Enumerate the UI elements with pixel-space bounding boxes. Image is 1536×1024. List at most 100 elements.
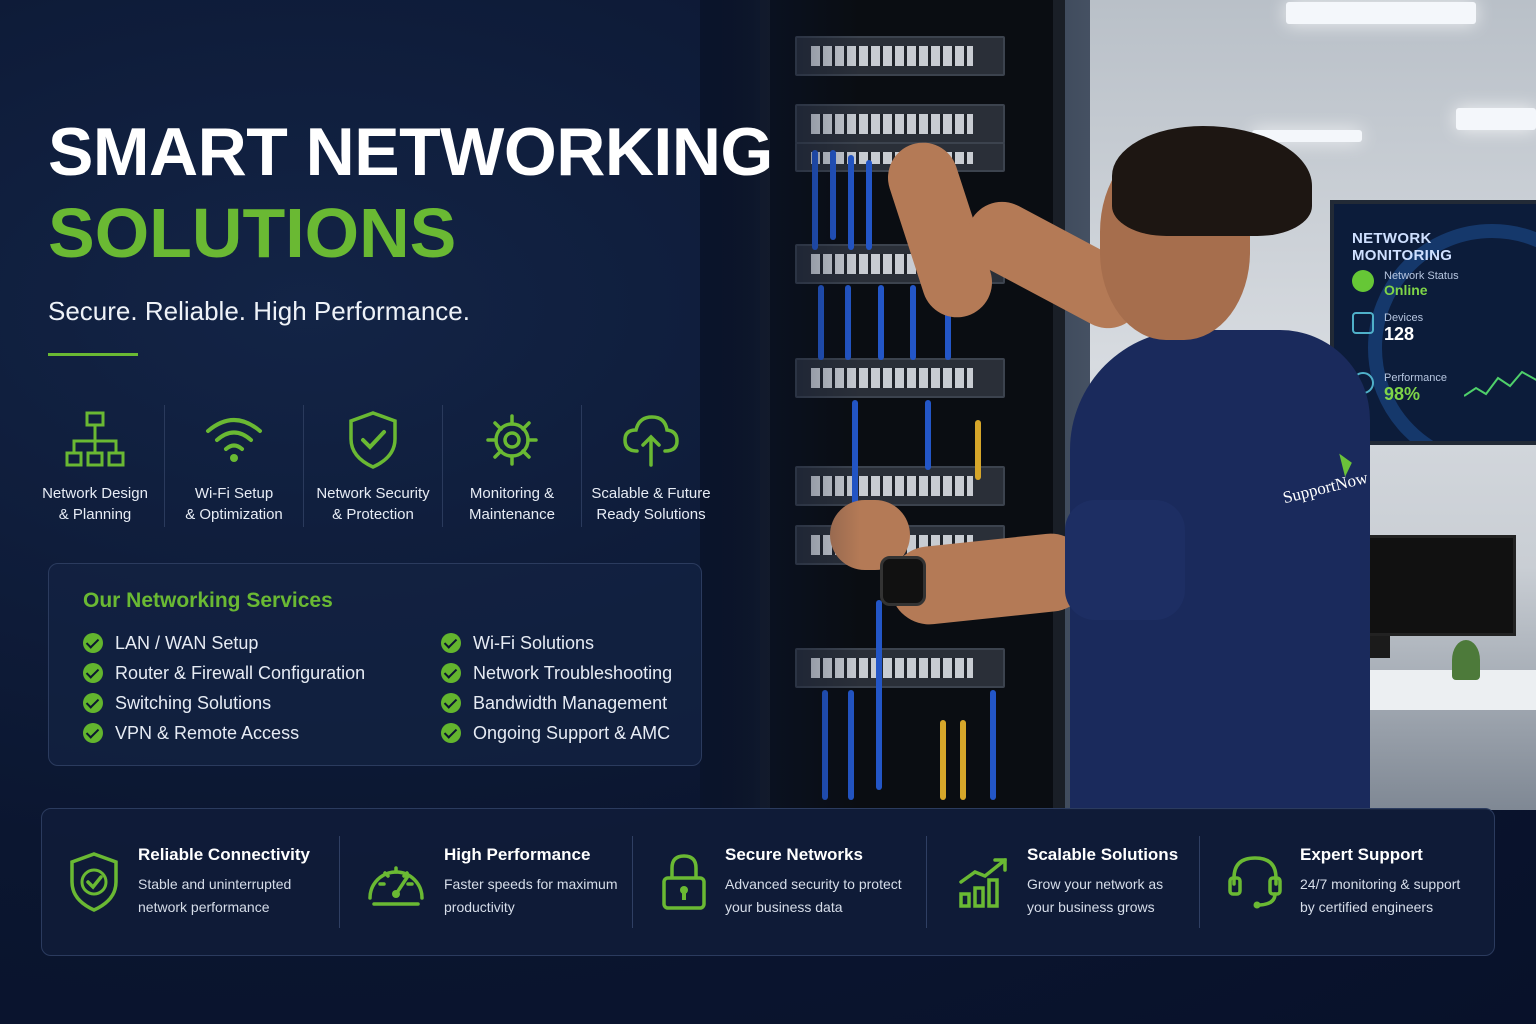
performance-label: Performance <box>1384 372 1447 384</box>
benefit-text: Expert Support 24/7 monitoring & support… <box>1300 845 1460 919</box>
hero-title-line2: SOLUTIONS <box>48 194 457 272</box>
network-hierarchy-icon <box>65 411 125 467</box>
devices-row: Devices 128 <box>1352 312 1423 345</box>
wristwatch <box>880 556 926 606</box>
feature-security: Network Security & Protection <box>304 405 443 527</box>
ethernet-cable <box>876 600 882 790</box>
shield-check-icon <box>70 852 118 912</box>
status-check-icon <box>1352 270 1374 292</box>
ethernet-cable <box>910 285 916 360</box>
photo-fade <box>700 0 860 810</box>
service-item: LAN / WAN Setup <box>83 628 365 658</box>
service-item: Bandwidth Management <box>441 688 672 718</box>
status-value: Online <box>1384 282 1428 298</box>
devices-value: 128 <box>1384 324 1415 344</box>
service-item: Switching Solutions <box>83 688 365 718</box>
service-item: VPN & Remote Access <box>83 718 365 748</box>
service-label: Ongoing Support & AMC <box>473 722 671 743</box>
feature-network-design: Network Design & Planning <box>26 405 165 527</box>
status-label: Network Status <box>1384 270 1459 282</box>
check-icon <box>441 723 461 743</box>
benefit-desc: Advanced security to protect your busine… <box>725 876 902 915</box>
check-icon <box>441 663 461 683</box>
benefit-text: Reliable Connectivity Stable and uninter… <box>138 845 310 919</box>
monitoring-screen: NETWORK MONITORING Network Status Online… <box>1330 200 1536 445</box>
performance-graph-icon <box>1464 370 1536 397</box>
benefit-reliable: Reliable Connectivity Stable and uninter… <box>42 836 340 928</box>
ethernet-cable <box>945 285 951 360</box>
ethernet-cable-yellow <box>975 420 981 480</box>
office-monitor <box>1360 535 1516 636</box>
technician-sleeve <box>1065 500 1185 620</box>
check-icon <box>441 633 461 653</box>
service-item: Router & Firewall Configuration <box>83 658 365 688</box>
feature-monitoring: Monitoring & Maintenance <box>443 405 582 527</box>
services-list-left: LAN / WAN Setup Router & Firewall Config… <box>83 628 365 748</box>
benefit-title: Secure Networks <box>725 845 863 864</box>
service-label: Wi-Fi Solutions <box>473 632 595 653</box>
hero-title-line1: SMART NETWORKING <box>48 114 773 190</box>
accent-divider <box>48 353 138 356</box>
benefit-desc: Stable and uninterrupted network perform… <box>138 876 292 915</box>
service-item: Wi-Fi Solutions <box>441 628 672 658</box>
growth-chart-icon <box>959 858 1007 908</box>
desk-plant <box>1452 640 1480 680</box>
service-label: Router & Firewall Configuration <box>115 662 366 683</box>
services-title: Our Networking Services <box>83 589 333 612</box>
feature-scalable: Scalable & Future Ready Solutions <box>582 405 720 527</box>
ethernet-cable-yellow <box>960 720 966 800</box>
shield-check-icon <box>349 411 397 469</box>
technician-hair <box>1112 126 1312 236</box>
devices-label: Devices <box>1384 312 1424 324</box>
wifi-icon <box>206 418 262 462</box>
benefit-title: Reliable Connectivity <box>138 845 310 864</box>
benefit-text: Secure Networks Advanced security to pro… <box>725 845 902 919</box>
cloud-upload-icon <box>623 415 679 467</box>
benefit-support: Expert Support 24/7 monitoring & support… <box>1200 836 1494 928</box>
check-icon <box>83 723 103 743</box>
benefit-desc: 24/7 monitoring & support by certified e… <box>1300 876 1461 915</box>
benefit-title: Expert Support <box>1300 845 1423 864</box>
feature-label: Wi-Fi Setup & Optimization <box>185 485 283 523</box>
benefit-secure: Secure Networks Advanced security to pro… <box>633 836 927 928</box>
ethernet-cable <box>878 285 884 360</box>
check-icon <box>83 663 103 683</box>
check-icon <box>83 693 103 713</box>
ceiling-light <box>1456 108 1536 130</box>
speedometer-icon <box>368 866 424 906</box>
benefit-scalable: Scalable Solutions Grow your network as … <box>927 836 1200 928</box>
hero-subtitle: Secure. Reliable. High Performance. <box>48 296 470 326</box>
benefit-title: Scalable Solutions <box>1027 845 1179 864</box>
service-label: VPN & Remote Access <box>115 722 300 743</box>
benefit-performance: High Performance Faster speeds for maxim… <box>340 836 633 928</box>
services-list-right: Wi-Fi Solutions Network Troubleshooting … <box>441 628 672 748</box>
status-row: Network Status Online <box>1352 270 1459 298</box>
ceiling-light <box>1252 130 1362 142</box>
ceiling-light <box>1286 2 1476 24</box>
check-icon <box>441 693 461 713</box>
check-icon <box>83 633 103 653</box>
padlock-icon <box>662 854 706 910</box>
feature-row: Network Design & Planning Wi-Fi Setup & … <box>26 405 720 527</box>
ethernet-cable <box>990 690 996 800</box>
benefit-title: High Performance <box>444 845 591 864</box>
performance-value: 98% <box>1384 384 1421 404</box>
service-label: LAN / WAN Setup <box>115 632 259 653</box>
feature-label: Network Design & Planning <box>42 485 148 523</box>
headset-icon <box>1228 856 1282 909</box>
ethernet-cable <box>866 160 872 250</box>
feature-label: Network Security & Protection <box>316 485 430 523</box>
service-item: Network Troubleshooting <box>441 658 672 688</box>
gear-icon <box>486 414 538 466</box>
feature-label: Scalable & Future Ready Solutions <box>591 485 711 523</box>
ethernet-cable-yellow <box>940 720 946 800</box>
benefit-desc: Faster speeds for maximum productivity <box>444 876 618 915</box>
ethernet-cable <box>925 400 931 470</box>
service-label: Bandwidth Management <box>473 692 668 713</box>
benefit-text: Scalable Solutions Grow your network as … <box>1027 845 1178 919</box>
monitoring-title: NETWORK MONITORING <box>1352 230 1453 264</box>
benefit-desc: Grow your network as your business grows <box>1027 876 1164 915</box>
service-label: Network Troubleshooting <box>473 662 673 683</box>
service-item: Ongoing Support & AMC <box>441 718 672 748</box>
